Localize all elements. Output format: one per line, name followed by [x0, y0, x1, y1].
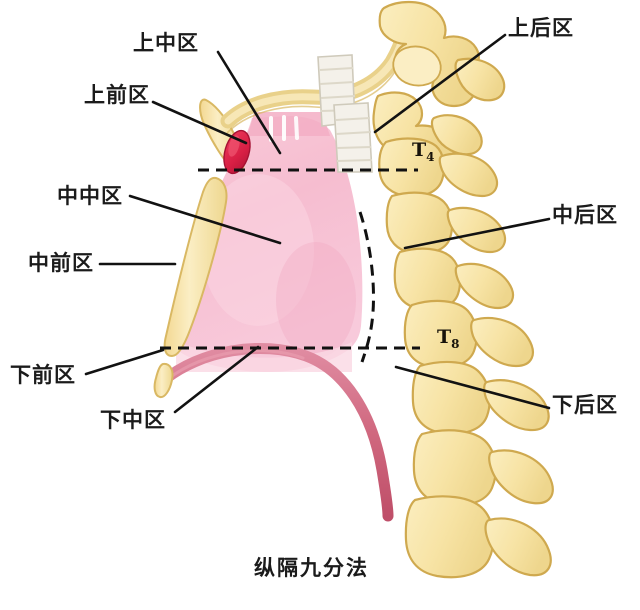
zone-label-middle-anterior: 中前区 [28, 251, 94, 275]
leader-lower-posterior [394, 365, 551, 410]
diaphragm-arc [157, 342, 394, 522]
zone-label-lower-posterior: 下后区 [552, 393, 618, 417]
zone-label-upper-anterior: 上前区 [84, 83, 150, 107]
mediastinum-silhouette [174, 112, 363, 372]
figure-caption: 纵隔九分法 [254, 556, 369, 580]
vertebra-marker-t8: T8 [437, 326, 460, 351]
leader-lower-anterior [84, 348, 165, 376]
leader-lower-middle [173, 345, 260, 414]
zone-label-middle-posterior: 中后区 [552, 203, 618, 227]
leader-middle-posterior [403, 217, 551, 250]
zone-label-lower-middle: 下中区 [100, 408, 166, 432]
leader-upper-posterior [373, 33, 507, 134]
boundary-lines [160, 168, 420, 363]
zone-label-middle-middle: 中中区 [57, 184, 123, 208]
zone-label-upper-posterior: 上后区 [508, 16, 574, 40]
leader-lines [84, 33, 551, 414]
leader-middle-middle [128, 194, 282, 245]
vertebra-marker-t4: T4 [412, 139, 435, 164]
vertebra-level-markers: T4 T8 [412, 139, 460, 351]
thoracic-spine [372, 0, 554, 579]
zone-label-lower-anterior: 下前区 [10, 363, 76, 387]
zone-label-upper-middle: 上中区 [133, 31, 199, 55]
trachea-tube [317, 54, 373, 173]
leader-upper-middle [216, 50, 282, 155]
leader-upper-anterior [151, 100, 248, 145]
